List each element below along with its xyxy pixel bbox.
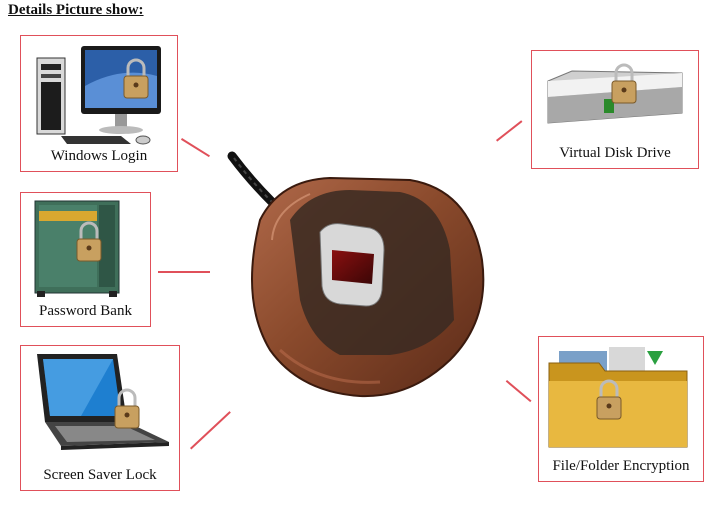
fingerprint-sensor [332,250,374,284]
connector-line [496,120,523,142]
card-caption: Password Bank [39,303,132,319]
connector-line [190,411,231,450]
hard-drive-icon [547,63,683,124]
fingerprint-scanner [227,151,485,398]
card-password-bank: Password Bank [20,192,151,327]
safe-icon [34,200,120,297]
card-file-folder-encryption: File/Folder Encryption [538,336,704,482]
desktop-computer-icon [36,46,161,145]
card-caption: File/Folder Encryption [552,458,690,474]
connector-line [158,271,210,273]
card-caption: Screen Saver Lock [43,467,157,483]
card-windows-login: Windows Login [20,35,178,172]
folder-icon [548,347,688,448]
card-caption: Windows Login [50,148,148,164]
laptop-icon [37,354,169,450]
connector-line [506,380,532,402]
card-virtual-disk-drive: Virtual Disk Drive [531,50,699,169]
card-screen-saver-lock: Screen Saver Lock [20,345,180,491]
connector-line [181,138,210,157]
card-caption: Virtual Disk Drive [559,145,671,161]
page-heading: Details Picture show: [8,2,144,18]
